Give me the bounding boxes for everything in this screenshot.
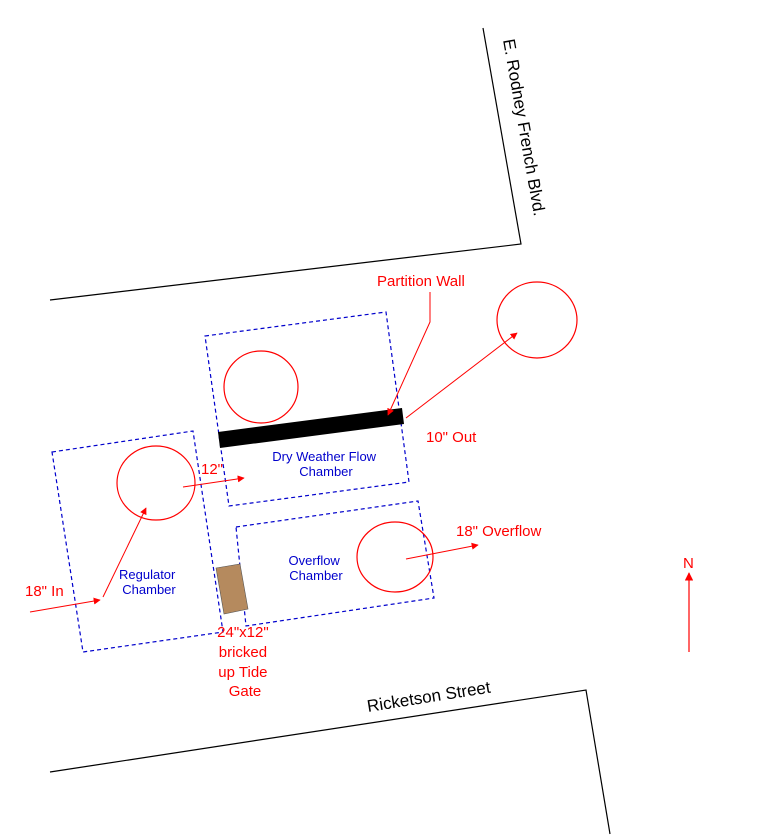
label-dry-weather-chamber-line: Chamber (299, 464, 353, 479)
arrow-regulator-flow (102, 507, 147, 598)
manhole-outlet (496, 281, 578, 359)
arrow-12-pipe (182, 475, 245, 488)
arrow-10-out (405, 332, 518, 419)
arrow-18-in (29, 597, 101, 613)
label-tide-gate-line: up Tide (218, 664, 267, 681)
label-18-in: 18" In (25, 583, 64, 600)
label-regulator-chamber: Regulator Chamber (119, 567, 179, 597)
label-dry-weather-chamber: Dry Weather Flow Chamber (272, 449, 379, 479)
manhole-dry-weather (223, 350, 299, 424)
label-overflow-chamber-line: Overflow (289, 553, 341, 568)
label-tide-gate-line: 24"x12" (217, 624, 269, 641)
label-partition-wall: Partition Wall (377, 273, 465, 290)
label-10-out: 10" Out (426, 429, 477, 446)
tide-gate (215, 563, 249, 615)
dry-weather-flow-chamber-outline (204, 311, 410, 507)
street-label-rodney-french: E. Rodney French Blvd. (499, 37, 549, 217)
label-north: N (683, 555, 694, 572)
label-overflow-chamber: Overflow Chamber (289, 553, 344, 583)
label-regulator-chamber-line: Regulator (119, 567, 176, 582)
street-label-ricketson: Ricketson Street (366, 678, 492, 716)
street-edge-rodney-french (49, 27, 522, 301)
label-12-pipe: 12" (201, 461, 223, 478)
label-tide-gate: 24"x12" bricked up Tide Gate (217, 624, 273, 700)
label-tide-gate-line: bricked (219, 644, 267, 661)
label-dry-weather-chamber-line: Dry Weather Flow (272, 449, 376, 464)
partition-wall (218, 408, 404, 448)
label-overflow-chamber-line: Chamber (289, 568, 343, 583)
manhole-regulator (116, 445, 196, 521)
street-edge-ricketson (49, 689, 611, 835)
label-18-overflow: 18" Overflow (456, 523, 542, 540)
label-regulator-chamber-line: Chamber (122, 582, 176, 597)
partition-wall-pointer (387, 292, 431, 416)
label-tide-gate-line: Gate (229, 683, 262, 700)
arrow-18-overflow (405, 542, 479, 560)
regulator-chamber-outline (51, 430, 224, 653)
manhole-overflow (356, 521, 434, 593)
